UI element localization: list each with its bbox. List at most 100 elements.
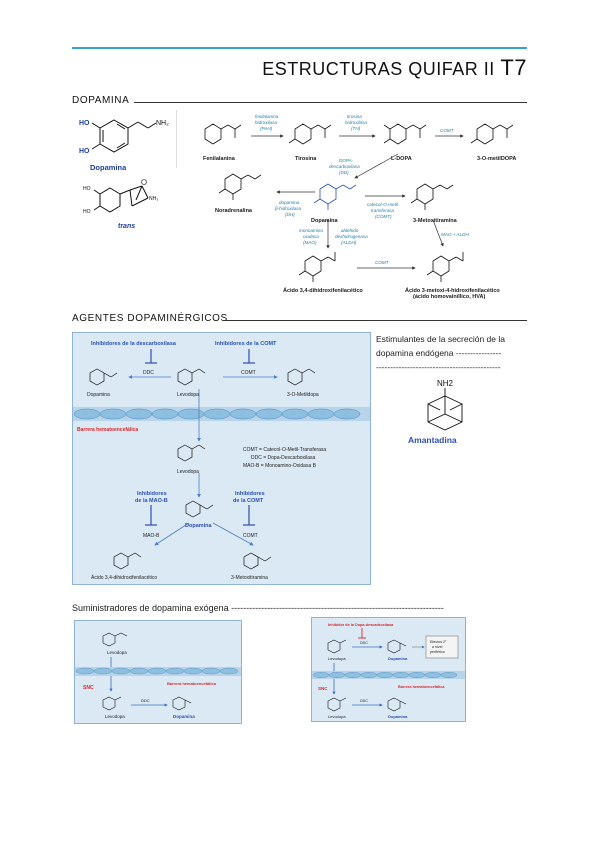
section-title-agentes: AGENTES DOPAMINÉRGICOS — [72, 313, 228, 324]
diag-dopamina2-label: Dopamina — [185, 523, 213, 529]
legend-maob: MAO-B = Monoamino-Oxidasa B — [243, 463, 317, 469]
dopamine-structure: HO HO NH₂ Dopamina — [79, 119, 169, 172]
enzyme-th-3: (TH) — [351, 126, 361, 131]
inh-maob-label-2: de la MAO-B — [135, 498, 168, 504]
amantadina-nh2: NH2 — [437, 379, 454, 388]
topic-code: T7 — [500, 55, 527, 80]
enzyme-mao-2: oxidasa — [303, 234, 319, 239]
enzyme-th-2: hidroxilasa — [345, 120, 367, 125]
left-levodopa-bottom: Levodopa — [105, 714, 125, 719]
left-levodopa-top: Levodopa — [107, 650, 127, 655]
enzyme-mao-1: monoamino — [299, 228, 323, 233]
inh-comt-top-label: Inhibidores de la COMT — [215, 341, 277, 347]
maob-label: MAO-B — [143, 533, 160, 539]
noradrenalina-label: Noradrenalina — [215, 208, 253, 214]
diag-dopac-label: Ácido 3,4-dihidroxifenilacético — [91, 574, 157, 581]
levodopa-diagram-left: Levodopa SNC Barrera hematoencefálica DD… — [74, 620, 242, 724]
fenilalanina-label: Fenilalanina — [203, 156, 236, 162]
enzyme-aldh-3: (ALDH) — [341, 240, 357, 245]
left-barrera: Barrera hematoencefálica — [167, 681, 217, 686]
trans-conformer-structure: HO HO NH₃ trans — [83, 179, 158, 230]
right-ddc-top: DDC — [360, 641, 368, 645]
amantadina-structure: NH2 Amantadina — [408, 379, 463, 445]
enzyme-ddc-1: DOPA- — [339, 158, 354, 163]
dopaminergic-agents-svg: Inhibidores de la descarboxilasa Inhibid… — [73, 341, 370, 581]
dopamina-label: Dopamina — [90, 163, 127, 172]
levodopa-right-svg: Inhibidor de la Dopa-descarboxilasa DDC … — [312, 623, 465, 719]
header-accent-line — [72, 47, 527, 49]
inh-ddc-label: Inhibidores de la descarboxilasa — [91, 341, 177, 347]
enzyme-pah-1: fenilalanina — [255, 114, 279, 119]
estimulantes-line-2: dopamina endógena ---------------- — [376, 348, 502, 358]
right-snc: SNC — [318, 686, 328, 691]
section-rule-agentes — [223, 320, 527, 321]
enzyme-dh-1: dopamina — [279, 200, 300, 205]
enzyme-ddc-3: (DD) — [339, 170, 349, 175]
right-inhib: Inhibidor de la Dopa-descarboxilasa — [328, 623, 394, 627]
section-title-dopamina: DOPAMINA — [72, 95, 130, 106]
metoxitiramina-label: 3-Metoxitiramina — [413, 218, 458, 224]
right-barrera: Barrera hematoencefálica — [398, 685, 445, 689]
diag-levodopa-label: Levodopa — [177, 392, 199, 398]
enzyme-ddc-2: descarboxilasa — [329, 164, 360, 169]
comt2-label: COMT — [243, 533, 258, 539]
amantadina-label: Amantadina — [408, 435, 457, 445]
enzyme-comt2-2: transferasa — [371, 208, 394, 213]
section-title-suministradores: Suministradores de dopamina exógena ----… — [72, 603, 444, 613]
enzyme-th-1: tirosina — [347, 114, 362, 119]
right-efectos-2: a nivel — [432, 645, 443, 649]
diag-dopamina-label: Dopamina — [87, 392, 110, 398]
enzyme-mao-3: (MAO) — [303, 240, 317, 245]
enzyme-dh-2: β-hidroxilasa — [274, 206, 302, 211]
svg-text:NH₃: NH₃ — [149, 196, 158, 202]
document-title-text: ESTRUCTURAS QUIFAR II — [262, 59, 495, 79]
barrera-label: Barrera hematoencefálica — [77, 427, 138, 433]
dopaminergic-agents-diagram: Inhibidores de la descarboxilasa Inhibid… — [72, 332, 371, 585]
enzyme-aldh-2: deshidrogenasa — [335, 234, 368, 239]
enzyme-comt2-3: (COMT) — [375, 214, 392, 219]
right-efectos-3: periférico — [430, 650, 445, 654]
right-levodopa-bottom: Levodopa — [328, 714, 346, 719]
ldopa-label: L-DOPA — [391, 156, 412, 162]
hva-label-1: Ácido 3-metoxi-4-hidroxifenilacético — [405, 287, 500, 294]
estimulantes-line-3: ----------------------------------------… — [376, 362, 501, 372]
svg-text:HO: HO — [83, 186, 91, 192]
enzyme-comt3: COMT — [375, 260, 390, 265]
right-dopamina-bottom: Dopamina — [388, 714, 408, 719]
levodopa-left-svg: Levodopa SNC Barrera hematoencefálica DD… — [75, 632, 241, 719]
diag-levodopa2-label: Levodopa — [177, 469, 199, 475]
right-levodopa-top: Levodopa — [328, 656, 346, 661]
tirosina-label: Tirosina — [295, 156, 317, 162]
divider — [176, 110, 177, 168]
left-dopamina: Dopamina — [173, 714, 195, 719]
trans-label: trans — [118, 223, 135, 230]
diag-metox-label: 3-Metoxitiramina — [231, 575, 268, 581]
section-rule-dopamina — [134, 102, 527, 103]
hva-label-2: (ácido homovainíllico, HVA) — [413, 294, 485, 300]
svg-text:HO: HO — [83, 209, 91, 215]
comt-label: COMT — [241, 370, 256, 376]
inh-comt-label-1: Inhibidores — [235, 491, 265, 497]
right-dopamina-top: Dopamina — [388, 656, 408, 661]
svg-text:HO: HO — [79, 120, 90, 127]
enzyme-pah-2: hidroxilasa — [255, 120, 277, 125]
estimulantes-text: Estimulantes de la secreción de la dopam… — [376, 332, 529, 374]
enzyme-aldh-1: aldehido — [341, 228, 359, 233]
omd-label: 3-O-metilDOPA — [477, 156, 516, 162]
enzyme-comt2-1: catecol-O-metil — [367, 202, 399, 207]
right-ddc-bottom: DDC — [360, 699, 368, 703]
pathway-dopamina-label: Dopamina — [311, 218, 339, 224]
dopac-label: Ácido 3,4-dihidroxifenilacético — [283, 287, 363, 294]
document-title: ESTRUCTURAS QUIFAR II T7 — [262, 55, 527, 81]
inh-maob-label-1: Inhibidores — [137, 491, 167, 497]
legend-comt: COMT = Catecol-O-Metil-Transferasa — [243, 447, 326, 453]
svg-text:NH₂: NH₂ — [156, 120, 169, 127]
enzyme-pah-3: (PAH) — [260, 126, 273, 131]
estimulantes-line-1: Estimulantes de la secreción de la — [376, 334, 505, 344]
levodopa-diagram-right: Inhibidor de la Dopa-descarboxilasa DDC … — [311, 617, 466, 722]
right-efectos-1: Efectos 2° — [430, 640, 447, 644]
svg-text:HO: HO — [79, 148, 90, 155]
diag-omd-label: 3-O-Metildopa — [287, 392, 319, 398]
left-ddc: DDC — [141, 698, 150, 703]
ddc-label: DDC — [143, 370, 154, 376]
